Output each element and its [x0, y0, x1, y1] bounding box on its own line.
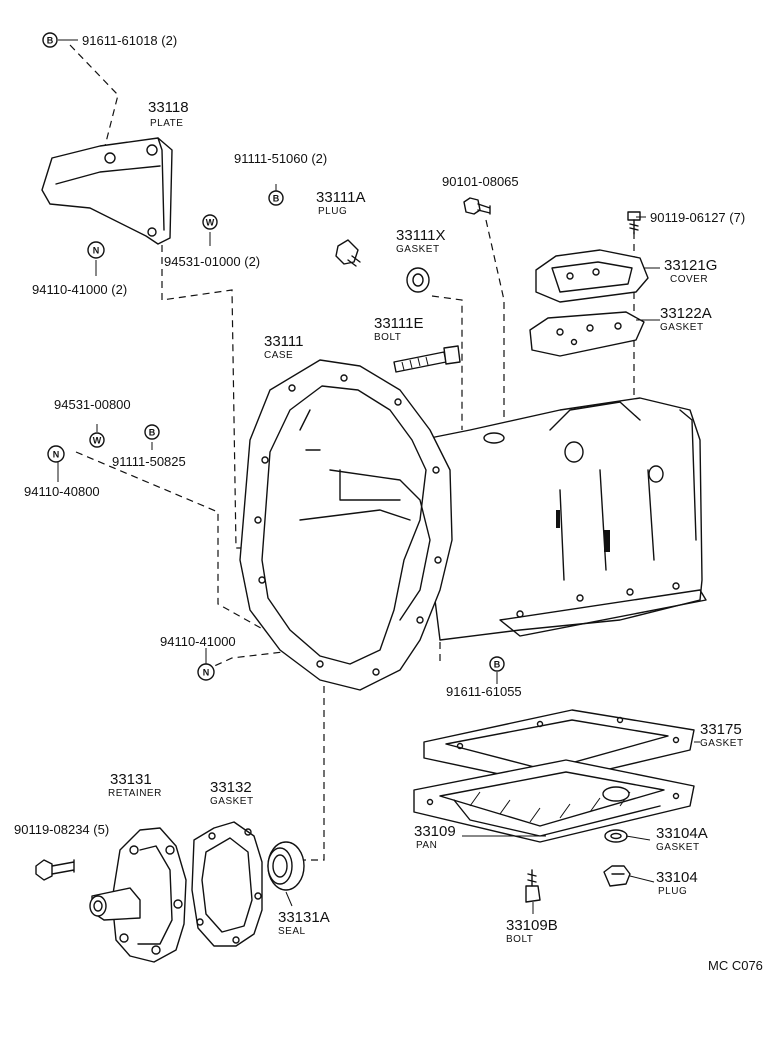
label-94110-40800: 94110-40800 [24, 484, 100, 499]
marker-b-91611-61018: B [42, 32, 58, 48]
bolt-33111e [393, 345, 461, 373]
label-33122a: 33122A [660, 305, 712, 322]
label-90101-08065: 90101-08065 [442, 174, 519, 189]
svg-text:B: B [273, 194, 280, 204]
label-33132: 33132 [210, 779, 252, 796]
label-33175: 33175 [700, 721, 742, 738]
svg-text:N: N [203, 668, 210, 678]
gasket-33104a [604, 829, 628, 843]
marker-n-94110-41000-2: N [87, 241, 105, 259]
label-33131: 33131 [110, 771, 152, 788]
svg-text:N: N [53, 450, 60, 460]
bolt-90119-08234 [35, 859, 75, 881]
label-33104: 33104 [656, 869, 698, 886]
label-33109b: 33109B [506, 917, 558, 934]
transmission-case-33111 [239, 359, 707, 691]
diagram-code: MC C076 [708, 958, 763, 973]
gasket-33111x [406, 267, 430, 293]
label-94531-01000: 94531-01000 (2) [164, 254, 260, 269]
label-33111x-name: GASKET [396, 244, 440, 255]
marker-w-94531-00800: W [89, 432, 105, 448]
svg-text:B: B [47, 36, 54, 46]
label-94110-41000-2: 94110-41000 (2) [32, 282, 127, 297]
gasket-33132 [191, 821, 263, 947]
label-33132-name: GASKET [210, 796, 254, 807]
label-90119-06127: 90119-06127 (7) [650, 210, 745, 225]
plug-33111a [335, 239, 361, 267]
marker-w-94531-01000: W [202, 214, 218, 230]
svg-text:B: B [494, 660, 501, 670]
label-33111x: 33111X [396, 227, 446, 244]
gasket-33122a [529, 311, 645, 357]
label-94531-00800: 94531-00800 [54, 397, 131, 412]
label-33109-name: PAN [416, 840, 437, 851]
label-33109: 33109 [414, 823, 456, 840]
label-33111e-name: BOLT [374, 332, 401, 343]
svg-text:W: W [206, 218, 215, 228]
marker-b-91611-61055: B [489, 656, 505, 672]
label-33175-name: GASKET [700, 738, 744, 749]
label-33111a-name: PLUG [318, 206, 347, 217]
label-33104a: 33104A [656, 825, 708, 842]
label-33104-name: PLUG [658, 886, 687, 897]
oil-pan-33109 [413, 759, 695, 843]
label-33111a: 33111A [316, 189, 366, 206]
label-91111-51060: 91111-51060 (2) [234, 151, 327, 166]
label-33109b-name: BOLT [506, 934, 533, 945]
marker-n-94110-41000: N [197, 663, 215, 681]
svg-text:N: N [93, 246, 100, 256]
label-33111-name: CASE [264, 350, 293, 361]
plate-33118 [41, 137, 173, 245]
bolt-90119-06127 [627, 211, 641, 235]
label-91611-61018: 91611-61018 (2) [82, 33, 177, 48]
label-33122a-name: GASKET [660, 322, 704, 333]
svg-text:W: W [93, 436, 102, 446]
label-94110-41000: 94110-41000 [160, 634, 236, 649]
label-91111-50825: 91111-50825 [112, 454, 186, 469]
retainer-33131 [89, 827, 187, 963]
label-33131a-name: SEAL [278, 926, 306, 937]
label-33104a-name: GASKET [656, 842, 700, 853]
cover-33121g [535, 249, 649, 303]
label-33111: 33111 [264, 333, 304, 350]
seal-33131a [267, 841, 305, 891]
label-33131-name: RETAINER [108, 788, 162, 799]
marker-b-91111-50825: B [144, 424, 160, 440]
marker-n-94110-40800: N [47, 445, 65, 463]
label-33118: 33118 [148, 99, 189, 116]
gasket-33175 [423, 709, 695, 785]
marker-b-91111-51060: B [268, 190, 284, 206]
label-33118-name: PLATE [150, 118, 183, 129]
label-33111e: 33111E [374, 315, 424, 332]
label-33121g: 33121G [664, 257, 717, 274]
plug-33104 [603, 865, 631, 887]
label-91611-61055: 91611-61055 [446, 684, 522, 699]
label-33121g-name: COVER [670, 274, 708, 285]
svg-text:B: B [149, 428, 156, 438]
bolt-90101-08065 [463, 197, 491, 215]
label-33131a: 33131A [278, 909, 330, 926]
bolt-33109b [525, 869, 541, 903]
label-90119-08234: 90119-08234 (5) [14, 822, 109, 837]
